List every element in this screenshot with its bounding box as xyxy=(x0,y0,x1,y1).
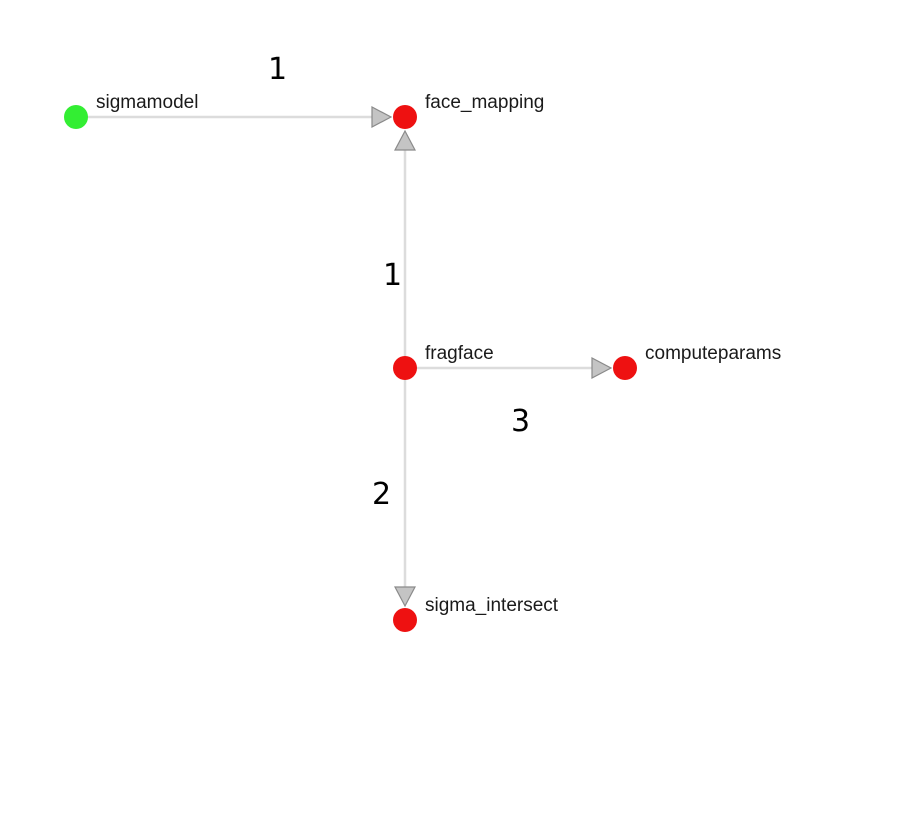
node-fragface[interactable]: fragface xyxy=(393,343,494,380)
node-label: sigmamodel xyxy=(96,92,198,113)
node-label: sigma_intersect xyxy=(425,595,559,616)
edge-label: 1 xyxy=(268,52,287,87)
node-circle[interactable] xyxy=(613,356,637,380)
nodes-layer: sigmamodel face_mapping fragface computepar… xyxy=(64,92,781,632)
edge-sigmamodel-to-face_mapping: 1 xyxy=(76,52,393,128)
node-circle[interactable] xyxy=(64,105,88,129)
arrowhead-icon xyxy=(591,357,613,379)
edges-layer: 1 1 3 2 xyxy=(76,52,613,608)
node-computeparams[interactable]: computeparams xyxy=(613,343,781,380)
node-label: computeparams xyxy=(645,343,781,364)
arrowhead-icon xyxy=(394,129,416,151)
node-label: fragface xyxy=(425,343,494,364)
node-face_mapping[interactable]: face_mapping xyxy=(393,92,544,129)
edge-fragface-to-computeparams: 3 xyxy=(405,357,613,439)
edge-fragface-to-face_mapping: 1 xyxy=(383,129,416,368)
edge-label: 3 xyxy=(511,404,530,439)
node-circle[interactable] xyxy=(393,105,417,129)
node-sigmamodel[interactable]: sigmamodel xyxy=(64,92,198,129)
arrowhead-icon xyxy=(394,586,416,608)
arrowhead-icon xyxy=(371,106,393,128)
node-circle[interactable] xyxy=(393,356,417,380)
edge-label: 2 xyxy=(372,477,391,512)
node-circle[interactable] xyxy=(393,608,417,632)
edge-label: 1 xyxy=(383,258,402,293)
edge-fragface-to-sigma_intersect: 2 xyxy=(372,368,416,608)
node-label: face_mapping xyxy=(425,92,544,113)
node-sigma_intersect[interactable]: sigma_intersect xyxy=(393,595,559,632)
